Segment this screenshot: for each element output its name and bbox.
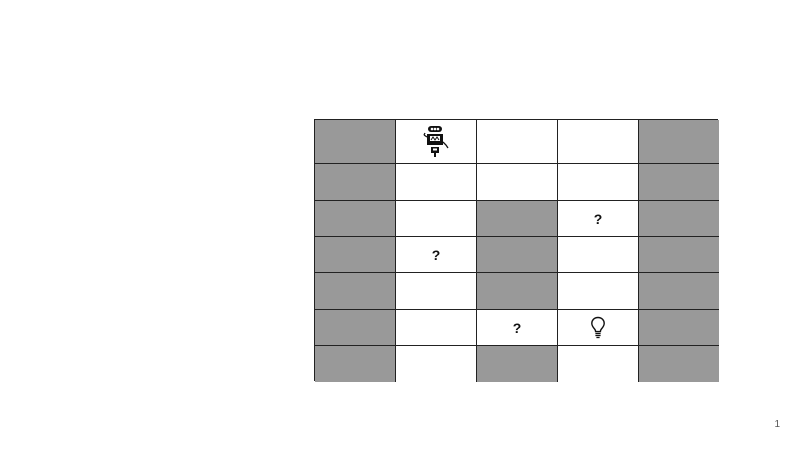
floor-cell-r3-c1: ? (396, 237, 477, 273)
floor-cell-r1-c1 (396, 164, 477, 201)
game-board: ??? (314, 119, 719, 382)
lightbulb-icon (590, 316, 606, 340)
floor-cell-r2-c3: ? (558, 201, 639, 237)
wall-cell-r4-c4 (639, 273, 719, 310)
wall-cell-r6-c0 (315, 346, 396, 382)
wall-cell-r3-c4 (639, 237, 719, 273)
wall-cell-r2-c2 (477, 201, 558, 237)
wall-cell-r6-c2 (477, 346, 558, 382)
floor-cell-r1-c3 (558, 164, 639, 201)
wall-cell-r5-c4 (639, 310, 719, 346)
wall-cell-r3-c2 (477, 237, 558, 273)
wall-cell-r1-c4 (639, 164, 719, 201)
floor-cell-r4-c1 (396, 273, 477, 310)
floor-cell-r6-c1 (396, 346, 477, 382)
wall-cell-r2-c0 (315, 201, 396, 237)
wall-cell-r2-c4 (639, 201, 719, 237)
wall-cell-r4-c0 (315, 273, 396, 310)
wall-cell-r0-c4 (639, 120, 719, 164)
wall-cell-r5-c0 (315, 310, 396, 346)
wall-cell-r3-c0 (315, 237, 396, 273)
floor-cell-r3-c3 (558, 237, 639, 273)
floor-cell-r4-c3 (558, 273, 639, 310)
robot-icon (423, 125, 449, 159)
floor-cell-r0-c3 (558, 120, 639, 164)
floor-cell-r1-c2 (477, 164, 558, 201)
floor-cell-r5-c2: ? (477, 310, 558, 346)
wall-cell-r1-c0 (315, 164, 396, 201)
floor-cell-r2-c1 (396, 201, 477, 237)
wall-cell-r4-c2 (477, 273, 558, 310)
question-mark-icon: ? (512, 319, 522, 336)
page-number: 1 (774, 419, 780, 430)
wall-cell-r0-c0 (315, 120, 396, 164)
floor-cell-r6-c3 (558, 346, 639, 382)
floor-cell-r0-c1 (396, 120, 477, 164)
wall-cell-r6-c4 (639, 346, 719, 382)
floor-cell-r5-c1 (396, 310, 477, 346)
question-mark-icon: ? (431, 246, 441, 263)
floor-cell-r0-c2 (477, 120, 558, 164)
floor-cell-r5-c3 (558, 310, 639, 346)
question-mark-icon: ? (593, 210, 603, 227)
